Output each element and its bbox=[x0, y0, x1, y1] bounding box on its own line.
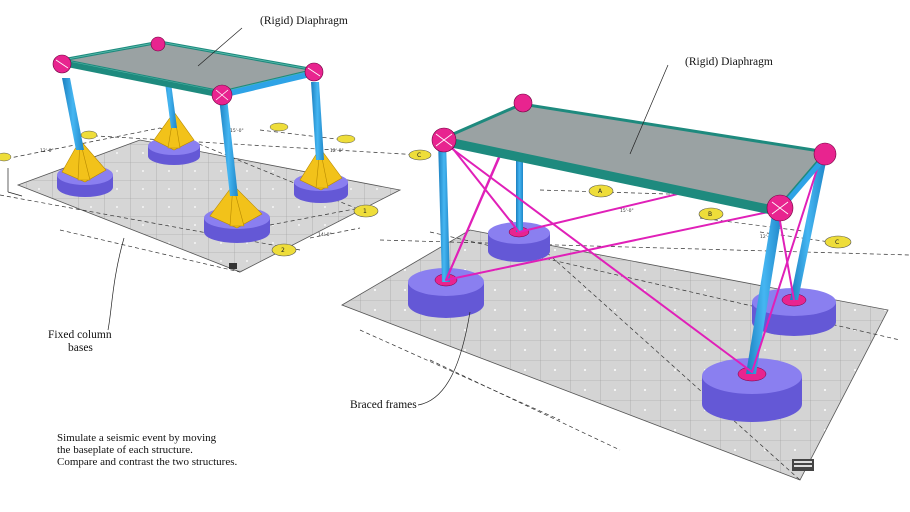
right-column-front[interactable] bbox=[746, 214, 782, 374]
left-diaphragm-beam bbox=[222, 70, 315, 98]
left-structure: 12'-0" 15'-0" 12'-0" 14'-0" bbox=[0, 15, 432, 354]
left-grid-tag-1: 1 bbox=[353, 204, 379, 218]
fixed-bases-label-line1: Fixed column bbox=[48, 329, 112, 341]
left-column-right[interactable] bbox=[311, 82, 324, 160]
left-axis-marker bbox=[7, 168, 23, 197]
svg-text:C: C bbox=[835, 239, 839, 246]
instruction-line: Compare and contrast the two structures. bbox=[57, 456, 238, 468]
svg-text:12'-0": 12'-0" bbox=[330, 148, 344, 154]
instructions-note: Simulate a seismic event by moving the b… bbox=[57, 432, 237, 468]
braced-frames-label: Braced frames bbox=[350, 399, 417, 411]
right-column-left[interactable] bbox=[438, 140, 450, 282]
right-column-right-back[interactable] bbox=[790, 162, 826, 300]
right-grid-tag-a: A bbox=[588, 184, 614, 198]
fixed-bases-label-line2: bases bbox=[68, 342, 93, 354]
left-grid-tag-2: 2 bbox=[271, 243, 297, 257]
svg-text:B: B bbox=[708, 211, 712, 218]
svg-text:2: 2 bbox=[281, 247, 285, 254]
right-structure: 15'-0" 12'-0" bbox=[341, 56, 910, 481]
svg-text:C: C bbox=[417, 152, 421, 159]
right-columns[interactable] bbox=[438, 110, 826, 374]
right-grid-tag-c: C bbox=[824, 235, 852, 249]
svg-text:1: 1 bbox=[363, 208, 367, 215]
instruction-line: Simulate a seismic event by moving bbox=[57, 432, 217, 444]
right-base-plate[interactable] bbox=[341, 229, 889, 481]
instruction-line: the baseplate of each structure. bbox=[57, 444, 193, 456]
left-column-back-left[interactable] bbox=[62, 78, 84, 150]
svg-text:12'-0": 12'-0" bbox=[40, 148, 54, 154]
svg-text:15'-0": 15'-0" bbox=[620, 208, 634, 214]
svg-text:A: A bbox=[598, 188, 603, 195]
right-grid-tag-b: B bbox=[698, 207, 724, 221]
right-connections bbox=[431, 93, 837, 222]
svg-text:14'-0": 14'-0" bbox=[318, 232, 332, 238]
left-column-front[interactable] bbox=[219, 98, 238, 196]
svg-text:15'-0": 15'-0" bbox=[230, 128, 244, 134]
svg-text:12'-0": 12'-0" bbox=[760, 234, 774, 240]
left-grid-tag-c: C bbox=[408, 149, 432, 161]
left-connections bbox=[52, 36, 324, 106]
right-diaphragm-label: (Rigid) Diaphragm bbox=[685, 56, 773, 68]
left-diaphragm-label: (Rigid) Diaphragm bbox=[260, 15, 348, 27]
